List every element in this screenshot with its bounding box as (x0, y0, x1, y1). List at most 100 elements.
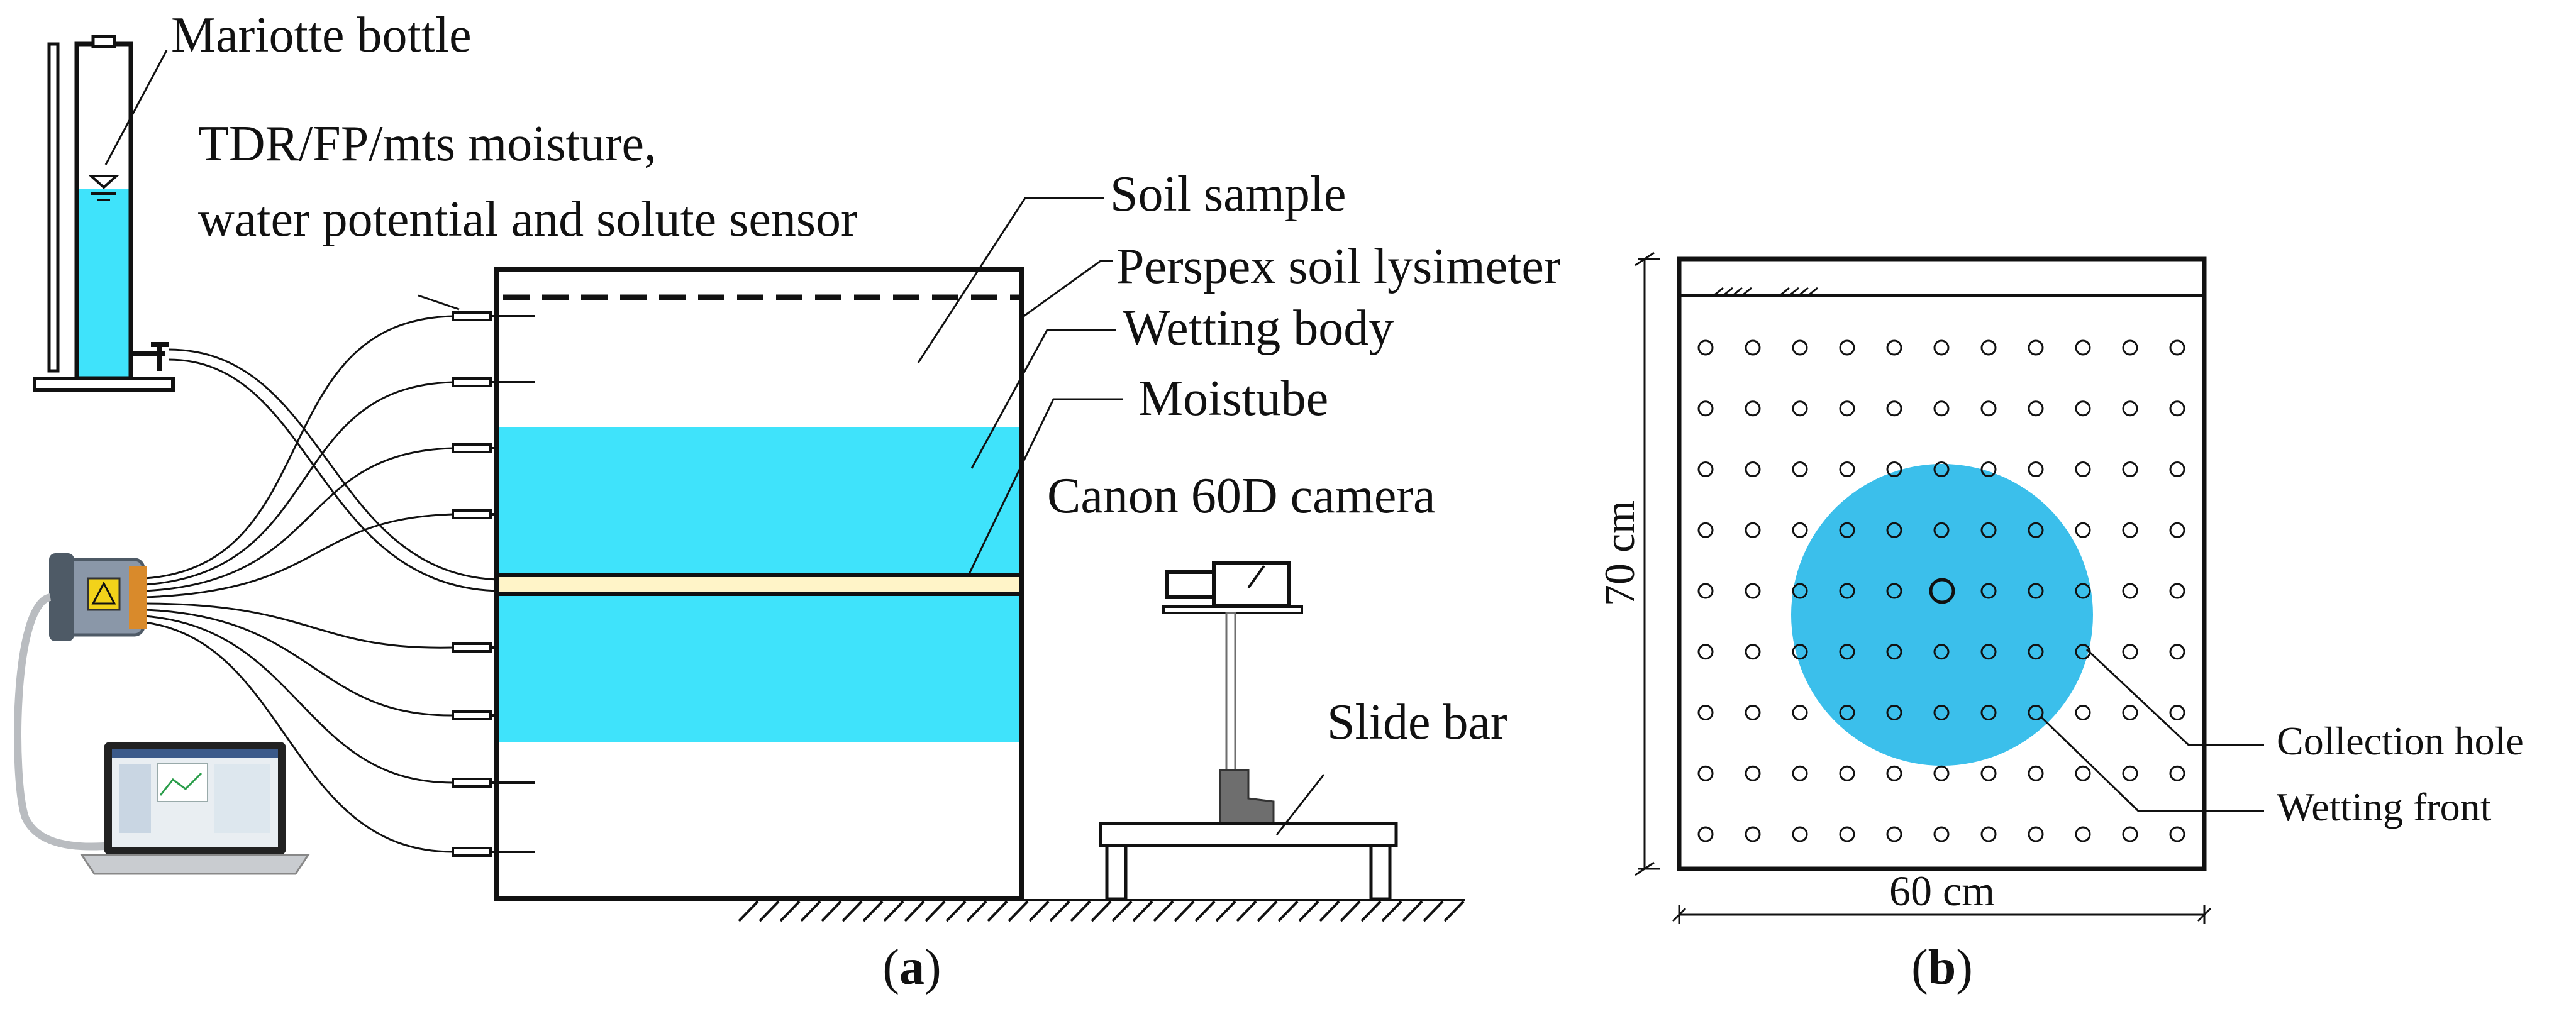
label-slide-bar: Slide bar (1327, 695, 1507, 750)
mariotte-air-tube (47, 42, 60, 373)
ground-hatch-mark (1277, 900, 1299, 922)
collection-hole (1792, 400, 1808, 417)
label-mariotte-bottle: Mariotte bottle (171, 8, 472, 63)
collection-hole (2075, 461, 2091, 477)
width-dimension (1672, 905, 2212, 924)
ground-hatch-mark (904, 900, 925, 922)
collection-hole (1697, 644, 1714, 660)
collection-hole (1792, 583, 1808, 599)
leader-moistube (967, 398, 1123, 576)
collection-hole (1886, 826, 1902, 842)
collection-hole (2075, 826, 2091, 842)
collection-hole-grid (1697, 339, 2185, 842)
collection-hole (2169, 826, 2185, 842)
collection-hole (1745, 461, 1761, 477)
collection-hole (1839, 765, 1855, 781)
ground-hatch-mark (1257, 900, 1278, 922)
ground-hatch-mark (1443, 900, 1465, 922)
collection-hole (1839, 826, 1855, 842)
collection-hole (1980, 339, 1997, 356)
collection-hole (1980, 765, 1997, 781)
collection-hole (1792, 705, 1808, 720)
emitter-center (1929, 578, 1955, 604)
collection-hole (2028, 339, 2044, 356)
data-logger (49, 553, 147, 641)
ground-hatch-mark (966, 900, 987, 922)
collection-hole (1839, 522, 1855, 538)
mariotte-cap (91, 35, 116, 48)
collection-hole (1933, 826, 1950, 842)
collection-hole (1745, 400, 1761, 417)
ground-hatch-mark (945, 900, 967, 922)
leader-lysimeter (1021, 260, 1113, 319)
collection-hole (1933, 705, 1950, 720)
collection-hole (1886, 339, 1902, 356)
collection-hole (1792, 765, 1808, 781)
ground-hatch-mark (1070, 900, 1091, 922)
label-sensor-line1: TDR/FP/mts moisture, (198, 116, 657, 172)
ground-hatch-mark (1111, 900, 1133, 922)
ground-hatch-mark (1091, 900, 1112, 922)
ground-hatch-mark (779, 900, 801, 922)
panel-a: Mariotte bottle TDR/FP/mts moisture, wat… (14, 8, 1561, 995)
collection-hole (1933, 339, 1950, 356)
label-moistube: Moistube (1138, 371, 1328, 426)
collection-hole (1697, 400, 1714, 417)
collection-hole (2028, 583, 2044, 599)
collection-hole (2169, 644, 2185, 660)
laptop (80, 742, 310, 875)
label-collection-hole: Collection hole (2277, 719, 2524, 763)
leader-soil-sample (917, 197, 1104, 363)
camera-stand-base (1219, 769, 1275, 825)
collection-hole (1745, 339, 1761, 356)
collection-hole (1933, 765, 1950, 781)
ground-hatch-mark (800, 900, 821, 922)
collection-hole (2122, 400, 2138, 417)
ground-hatch-mark (1360, 900, 1382, 922)
collection-hole (2169, 400, 2185, 417)
collection-hole (1839, 583, 1855, 599)
leader-collection-hole (2085, 648, 2264, 746)
ground-hatch-mark (1215, 900, 1236, 922)
ground-hatch-mark (1028, 900, 1050, 922)
mariotte-base (33, 377, 175, 392)
leader-slide-bar (1275, 774, 1325, 835)
label-sensor-line2: water potential and solute sensor (198, 192, 858, 247)
label-camera: Canon 60D camera (1047, 468, 1436, 524)
wetting-body-upper (497, 427, 1022, 575)
collection-hole (2169, 705, 2185, 720)
ground-hatch-mark (1174, 900, 1195, 922)
ground-hatch (733, 899, 1465, 922)
collection-hole (1745, 705, 1761, 720)
ground-hatch-mark (1008, 900, 1029, 922)
collection-hole (2122, 705, 2138, 720)
collection-hole (2075, 522, 2091, 538)
collection-hole (2122, 522, 2138, 538)
collection-hole (2028, 522, 2044, 538)
collection-hole (1980, 644, 1997, 660)
collection-hole (1980, 522, 1997, 538)
collection-hole (2028, 705, 2044, 720)
sensor-cables (144, 315, 497, 853)
collection-hole (2169, 583, 2185, 599)
collection-hole (1792, 826, 1808, 842)
ground-hatch-mark (1402, 900, 1423, 922)
collection-hole (2122, 339, 2138, 356)
ground-hatch-mark (758, 900, 780, 922)
collection-hole (2122, 583, 2138, 599)
collection-hole (1886, 583, 1902, 599)
collection-hole (2028, 461, 2044, 477)
collection-hole (1839, 339, 1855, 356)
caption-b: (b) (1911, 940, 1973, 995)
ground-hatch-mark (1298, 900, 1319, 922)
collection-hole (1886, 705, 1902, 720)
collection-hole (2122, 826, 2138, 842)
canon-camera (1162, 561, 1303, 825)
collection-hole (2075, 705, 2091, 720)
collection-hole (1697, 705, 1714, 720)
wetting-front-circle (1791, 464, 2093, 766)
collection-hole (2122, 644, 2138, 660)
water-level-triangle (87, 175, 120, 189)
collection-hole (2075, 583, 2091, 599)
panel-b: Collection hole Wetting front 70 cm 60 c… (1596, 251, 2524, 995)
